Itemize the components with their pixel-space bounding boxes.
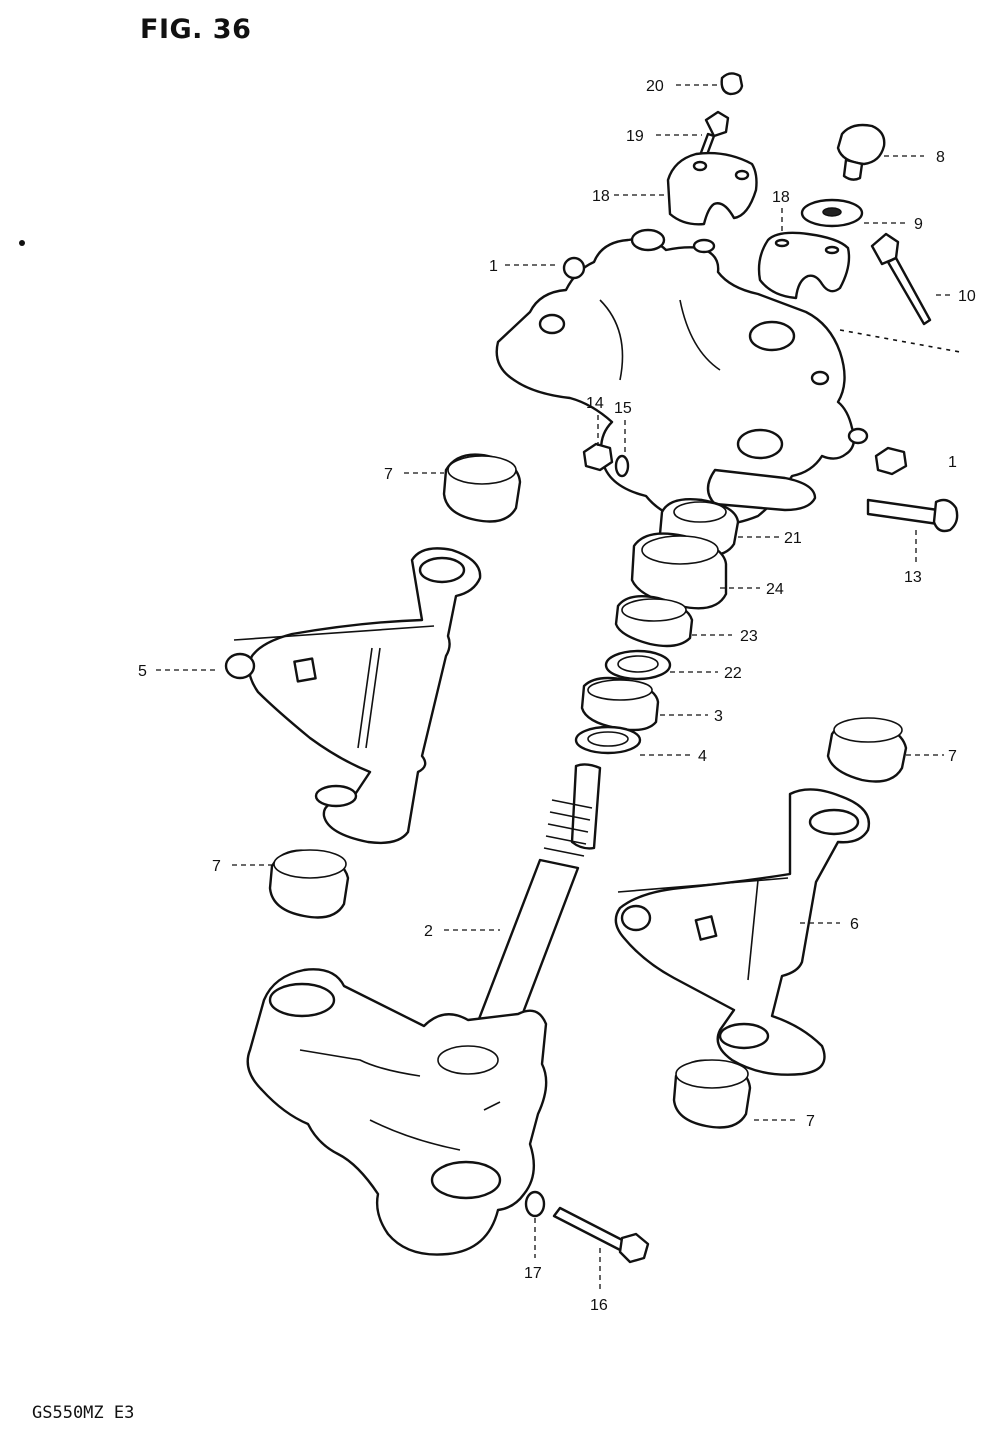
callout-18-right: 18 bbox=[772, 189, 790, 206]
callout-1: 1 bbox=[489, 258, 498, 275]
callout-14: 14 bbox=[586, 395, 604, 412]
callout-8: 8 bbox=[936, 149, 945, 166]
callout-5: 5 bbox=[138, 663, 147, 680]
part-5-bracket-left bbox=[224, 547, 482, 845]
callout-labels: 20 19 18 18 1 8 9 10 1 14 15 7 21 24 13 … bbox=[138, 78, 976, 1314]
part-9-washer bbox=[800, 198, 864, 228]
callout-17: 17 bbox=[524, 1265, 542, 1282]
part-8-bolt bbox=[836, 123, 886, 181]
callout-3: 3 bbox=[714, 708, 723, 725]
callout-21: 21 bbox=[784, 530, 802, 547]
callout-15: 15 bbox=[614, 400, 632, 417]
part-24-cover bbox=[630, 532, 728, 610]
callout-20: 20 bbox=[646, 78, 664, 95]
part-14-nut bbox=[582, 442, 614, 472]
part-7-damper-upper-left bbox=[442, 453, 522, 523]
part-18-clamp-left bbox=[666, 151, 758, 226]
part-20-cap bbox=[720, 72, 744, 96]
callout-22: 22 bbox=[724, 665, 742, 682]
callout-7-b: 7 bbox=[948, 748, 957, 765]
callout-23: 23 bbox=[740, 628, 758, 645]
model-code: GS550MZ E3 bbox=[32, 1403, 135, 1423]
part-16-bolt bbox=[552, 1206, 650, 1264]
callout-7-c: 7 bbox=[212, 858, 221, 875]
callout-7-d: 7 bbox=[806, 1113, 815, 1130]
part-10-bolt bbox=[870, 232, 932, 326]
callout-13: 13 bbox=[904, 569, 922, 586]
figure-title: FIG. 36 bbox=[140, 14, 252, 45]
callout-2: 2 bbox=[424, 923, 433, 940]
callout-11: 1 bbox=[948, 454, 957, 471]
part-13-bolt bbox=[866, 498, 959, 533]
scan-dot bbox=[19, 240, 25, 246]
callout-6: 6 bbox=[850, 916, 859, 933]
callout-10: 10 bbox=[958, 288, 976, 305]
part-2-steering-stem bbox=[246, 763, 602, 1256]
part-7-damper-right-middle bbox=[826, 717, 908, 783]
callout-19: 19 bbox=[626, 128, 644, 145]
part-15-lockwasher bbox=[614, 454, 630, 478]
callout-7-a: 7 bbox=[384, 466, 393, 483]
part-4-seal bbox=[574, 725, 642, 755]
part-23-bearing bbox=[614, 595, 694, 648]
part-7-damper-lower-right bbox=[672, 1059, 752, 1129]
part-17-washer bbox=[524, 1190, 546, 1218]
part-3-bearing bbox=[580, 676, 660, 732]
callout-18-left: 18 bbox=[592, 188, 610, 205]
part-18-clamp-right bbox=[757, 231, 851, 300]
callout-4: 4 bbox=[698, 748, 707, 765]
callout-9: 9 bbox=[914, 216, 923, 233]
part-6-bracket-right bbox=[614, 788, 871, 1076]
part-1-upper-bracket bbox=[495, 228, 961, 527]
part-11-nut bbox=[874, 446, 908, 476]
leader-lines bbox=[156, 84, 954, 1290]
callout-16: 16 bbox=[590, 1297, 608, 1314]
callout-24: 24 bbox=[766, 581, 784, 598]
part-22-ring bbox=[604, 649, 672, 681]
part-7-damper-lower-left bbox=[268, 849, 350, 919]
